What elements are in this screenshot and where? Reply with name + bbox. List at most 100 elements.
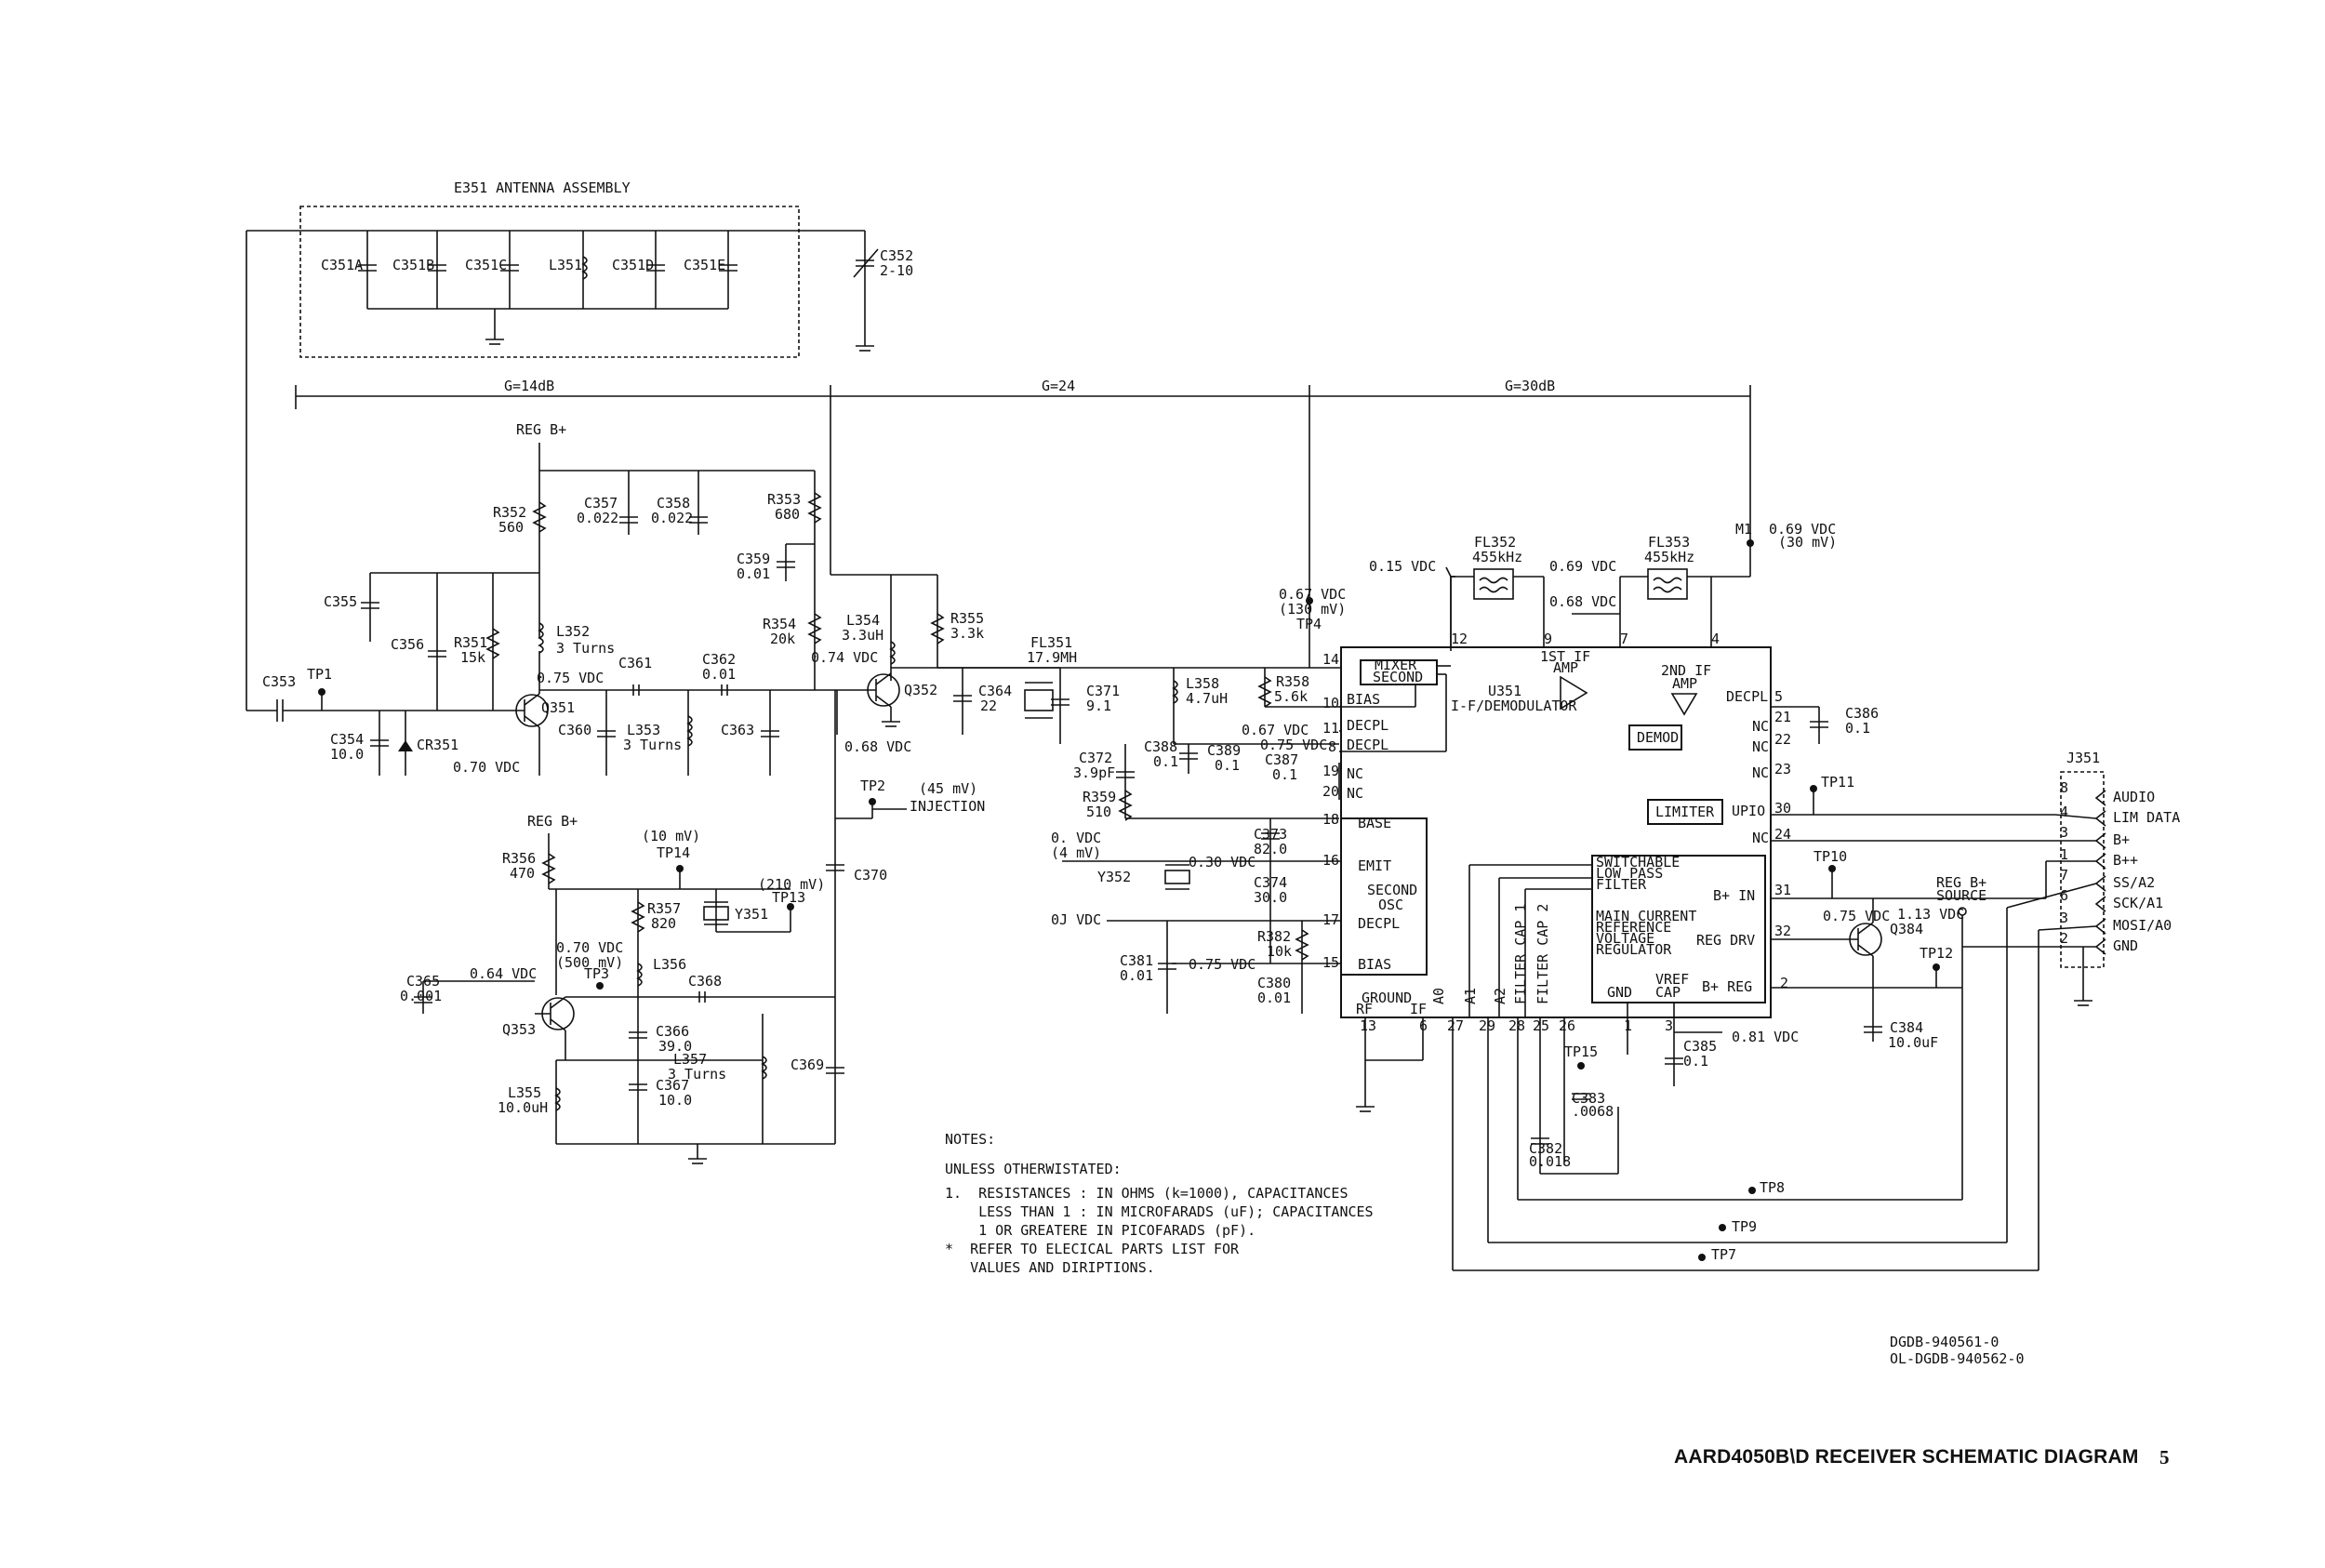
label-tp1: TP1 bbox=[307, 666, 332, 683]
limiter-block bbox=[1647, 799, 1723, 825]
label-c389: C389 bbox=[1207, 742, 1241, 759]
label-c383-value: .0068 bbox=[1572, 1103, 1614, 1120]
label-mcr-3: VOLTAGE bbox=[1596, 930, 1654, 947]
label-c388-value: 0.1 bbox=[1153, 753, 1178, 770]
j351-pin-8-signal: GND bbox=[2113, 937, 2138, 954]
label-c372: C372 bbox=[1079, 750, 1112, 766]
pin-label-if: IF bbox=[1410, 1001, 1427, 1017]
label-u351-function: I-F/DEMODULATOR bbox=[1451, 698, 1577, 714]
j351-pin-1-number: 8 bbox=[2060, 779, 2068, 796]
label-mcr-4: REGULATOR bbox=[1596, 941, 1672, 958]
label-c352-value: 2-10 bbox=[880, 262, 913, 279]
pin-23: 23 bbox=[1774, 761, 1791, 777]
pin-9: 9 bbox=[1544, 631, 1552, 647]
label-r352-value: 560 bbox=[498, 519, 524, 536]
pin-27: 27 bbox=[1447, 1017, 1464, 1034]
label-reg-b: REG B+ bbox=[516, 421, 566, 438]
label-v075d: 0.75 VDC bbox=[1823, 908, 1890, 924]
pin-label-rf: RF bbox=[1356, 1001, 1373, 1017]
drawing-id-1: DGDB-940561-0 bbox=[1890, 1334, 1999, 1350]
label-r354-value: 20k bbox=[770, 631, 795, 647]
label-r359-value: 510 bbox=[1086, 804, 1111, 820]
label-v075: 0.75 VDC bbox=[537, 670, 604, 686]
label-slpf-2: LOW PASS bbox=[1596, 865, 1663, 882]
pin-32: 32 bbox=[1774, 923, 1791, 939]
gain-stage-1: G=14dB bbox=[504, 378, 554, 394]
pin-2: 2 bbox=[1780, 975, 1788, 991]
label-v067: 0.67 VDC bbox=[1242, 722, 1309, 738]
label-v113: 1.13 VDC bbox=[1897, 906, 1964, 923]
label-c371-value: 9.1 bbox=[1086, 698, 1111, 714]
pin-3: 3 bbox=[1665, 1017, 1673, 1034]
drawing-ids: DGDB-940561-0 OL-DGDB-940562-0 bbox=[1890, 1334, 2025, 1367]
label-demod: DEMOD bbox=[1637, 729, 1679, 746]
label-mixer: MIXER bbox=[1375, 657, 1417, 673]
pin-11: 11 bbox=[1322, 720, 1339, 737]
label-tp3: TP3 bbox=[584, 965, 609, 982]
label-c367: C367 bbox=[656, 1077, 689, 1094]
label-c353: C353 bbox=[262, 673, 296, 690]
pin-label-bias: BIAS bbox=[1347, 691, 1380, 708]
label-c382-value: 0.018 bbox=[1529, 1153, 1571, 1170]
label-l354: L354 bbox=[846, 612, 880, 629]
label-r357: R357 bbox=[647, 900, 681, 917]
j351-pin-3-number: 3 bbox=[2060, 824, 2068, 841]
label-r351: R351 bbox=[454, 634, 487, 651]
label-l355: L355 bbox=[508, 1084, 541, 1101]
j351-pin-4-signal: B++ bbox=[2113, 852, 2138, 869]
label-c381: C381 bbox=[1120, 952, 1153, 969]
label-1st-if: 1ST IF bbox=[1540, 648, 1590, 665]
label-tp13: TP13 bbox=[772, 889, 805, 906]
label-slpf-1: SWITCHABLE bbox=[1596, 854, 1680, 870]
label-c385: C385 bbox=[1683, 1038, 1717, 1055]
antenna-assembly-title: E351 ANTENNA ASSEMBLY bbox=[454, 179, 631, 196]
pin-label-filter-cap-2: FILTER CAP 2 bbox=[1534, 904, 1551, 1004]
y351-crystal bbox=[703, 906, 729, 921]
label-tp12: TP12 bbox=[1920, 945, 1953, 962]
label-c387: C387 bbox=[1265, 751, 1298, 768]
label-r382-value: 10k bbox=[1267, 943, 1292, 960]
label-v069: 0.69 VDC bbox=[1549, 558, 1616, 575]
label-c380-value: 0.01 bbox=[1257, 990, 1291, 1006]
label-r357-value: 820 bbox=[651, 915, 676, 932]
label-tp14: TP14 bbox=[657, 844, 690, 861]
label-c364: C364 bbox=[978, 683, 1012, 699]
label-c384: C384 bbox=[1890, 1019, 1923, 1036]
pin-label-a0: A0 bbox=[1430, 988, 1447, 1004]
j351-pin-6-signal: SCK/A1 bbox=[2113, 895, 2163, 911]
pin-label-decpl-3: DECPL bbox=[1358, 915, 1400, 932]
label-v069b-mv: (30 mV) bbox=[1778, 534, 1837, 551]
label-r382: R382 bbox=[1257, 928, 1291, 945]
label-c373-value: 82.0 bbox=[1254, 841, 1287, 857]
label-c383: C383 bbox=[1572, 1090, 1605, 1107]
label-l353-value: 3 Turns bbox=[623, 737, 682, 753]
label-c357-value: 0.022 bbox=[577, 510, 618, 526]
label-r358-value: 5.6k bbox=[1274, 688, 1308, 705]
label-c354: C354 bbox=[330, 731, 364, 748]
pin-label-gnd: GND bbox=[1607, 984, 1632, 1001]
label-c389-value: 0.1 bbox=[1215, 757, 1240, 774]
pin-25: 25 bbox=[1533, 1017, 1549, 1034]
label-mcr-1: MAIN CURRENT bbox=[1596, 908, 1696, 924]
label-c369: C369 bbox=[790, 1056, 824, 1073]
label-tp13-mv: (210 mV) bbox=[758, 876, 825, 893]
label-v075c: 0.75 VDC bbox=[1189, 956, 1256, 973]
u351-osc-block bbox=[1340, 817, 1428, 976]
label-v0b: 0J VDC bbox=[1051, 911, 1101, 928]
pin-label-upio: UPIO bbox=[1732, 803, 1765, 819]
pin-21: 21 bbox=[1774, 709, 1791, 725]
label-l355-value: 10.0uH bbox=[498, 1099, 548, 1116]
label-c361: C361 bbox=[618, 655, 652, 671]
label-r356: R356 bbox=[502, 850, 536, 867]
label-tp15: TP15 bbox=[1564, 1043, 1598, 1060]
label-l352: L352 bbox=[556, 623, 590, 640]
label-r353: R353 bbox=[767, 491, 801, 508]
antenna-assembly: E351 ANTENNA ASSEMBLY C351A C351B C351C … bbox=[246, 179, 913, 711]
label-v070b: 0.70 VDC bbox=[556, 939, 623, 956]
label-mcr-2: REFERENCE bbox=[1596, 919, 1671, 936]
label-c351b: C351B bbox=[392, 257, 434, 273]
label-c387-value: 0.1 bbox=[1272, 766, 1297, 783]
j351-pins: 8 AUDIO 4 LIM DATA 3 B+ 1 B++ 7 SS/A2 6 … bbox=[2060, 779, 2180, 954]
label-fl351-value: 17.9MH bbox=[1027, 649, 1077, 666]
pin-12: 12 bbox=[1451, 631, 1468, 647]
